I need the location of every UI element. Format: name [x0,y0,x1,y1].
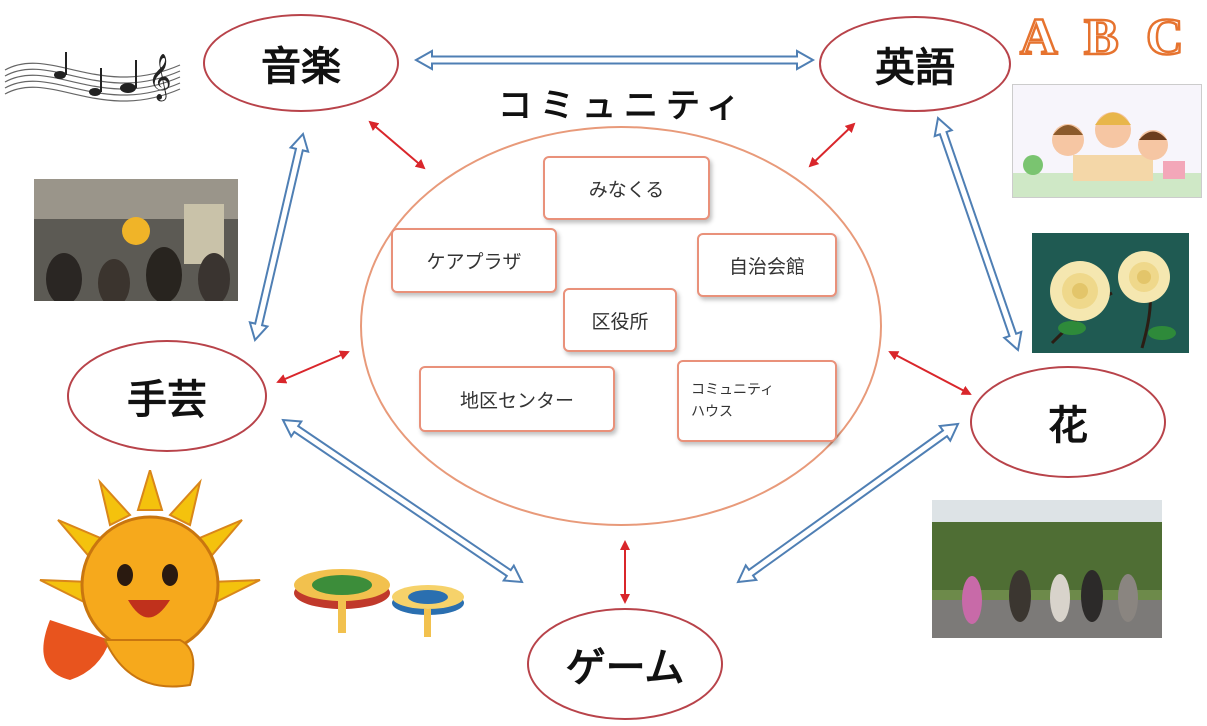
svg-text:𝄞: 𝄞 [148,54,172,102]
facility-district-center: 地区センター [419,366,615,432]
red-arrow-flowers-hub [888,351,972,395]
roses-image [1032,233,1189,353]
arrow-flowers-game [736,422,960,584]
hub-title: コミュニティ [498,86,748,126]
facility-ward-office: 区役所 [563,288,677,352]
arrow-english-flowers [933,116,1023,352]
red-arrow-music-hub [368,120,426,170]
community-event-photo [34,179,238,301]
letter-c: C [1146,9,1184,66]
letter-b: B [1084,9,1119,66]
topic-music: 音楽 [203,14,399,112]
letter-a: A [1020,9,1058,66]
topic-game: ゲーム [527,608,723,720]
abc-letters-icon: A B C [1019,8,1185,66]
garden-visit-photo [932,500,1162,638]
red-arrow-handicraft-hub [276,350,350,384]
facility-minakuru: みなくる [543,156,710,220]
topic-handicraft: 手芸 [67,340,267,452]
facility-care-plaza: ケアプラザ [391,228,557,293]
facility-community-hall: 自治会館 [697,233,837,297]
red-arrow-english-hub [808,122,856,168]
arrow-handicraft-game [281,418,524,584]
facility-community-house: コミュニティ ハウス [677,360,837,442]
arrow-music-english [413,49,816,71]
music-notes-icon: 𝄞 [4,52,181,102]
kids-reading-illustration [1012,84,1202,198]
topic-flowers: 花 [970,366,1166,478]
topic-english: 英語 [819,16,1011,112]
spinning-tops-icon [294,569,464,637]
arrow-music-handicraft [248,132,310,342]
mascot-sun-character-icon [39,470,261,688]
